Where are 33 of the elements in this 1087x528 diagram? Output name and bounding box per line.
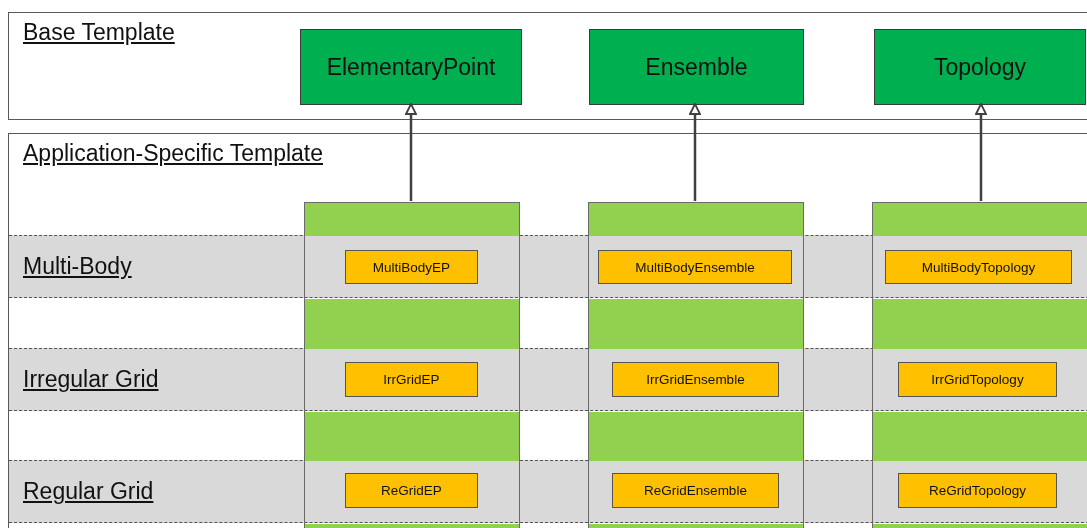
class-name: ReGridEnsemble (644, 483, 747, 498)
class-box (589, 29, 804, 105)
class-name: IrrGridTopology (931, 372, 1024, 387)
band-label: Multi-Body (23, 253, 132, 280)
class-name: ReGridEP (381, 483, 442, 498)
class-name: MultiBodyEP (372, 259, 451, 275)
class-box (898, 362, 1057, 397)
class-box (345, 473, 478, 508)
panel-heading: Application-Specific Template (23, 140, 323, 167)
class-box (598, 250, 792, 284)
class-box (345, 362, 478, 397)
class-name: ElementaryPoint (326, 53, 496, 81)
class-name: MultiBodyEnsemble (635, 259, 755, 275)
inheritance-arrow (975, 103, 987, 201)
class-name: IrrGridEP (383, 372, 440, 387)
band-label: Irregular Grid (23, 366, 159, 393)
class-box (898, 473, 1057, 508)
band-label: Regular Grid (23, 478, 154, 505)
class-box (885, 250, 1072, 284)
panel-heading: Base Template (23, 19, 175, 46)
class-box (612, 362, 779, 397)
template-panel (8, 12, 1087, 120)
class-name: ReGridTopology (929, 483, 1026, 498)
inheritance-arrow (689, 103, 701, 201)
class-name: Ensemble (645, 53, 748, 81)
class-box (300, 29, 522, 105)
class-name: MultiBodyTopology (921, 259, 1036, 275)
inheritance-arrow (405, 103, 417, 201)
class-box (612, 473, 779, 508)
class-box (874, 29, 1086, 105)
class-name: IrrGridEnsemble (646, 372, 745, 387)
class-name: Topology (933, 53, 1027, 81)
class-box (345, 250, 478, 284)
